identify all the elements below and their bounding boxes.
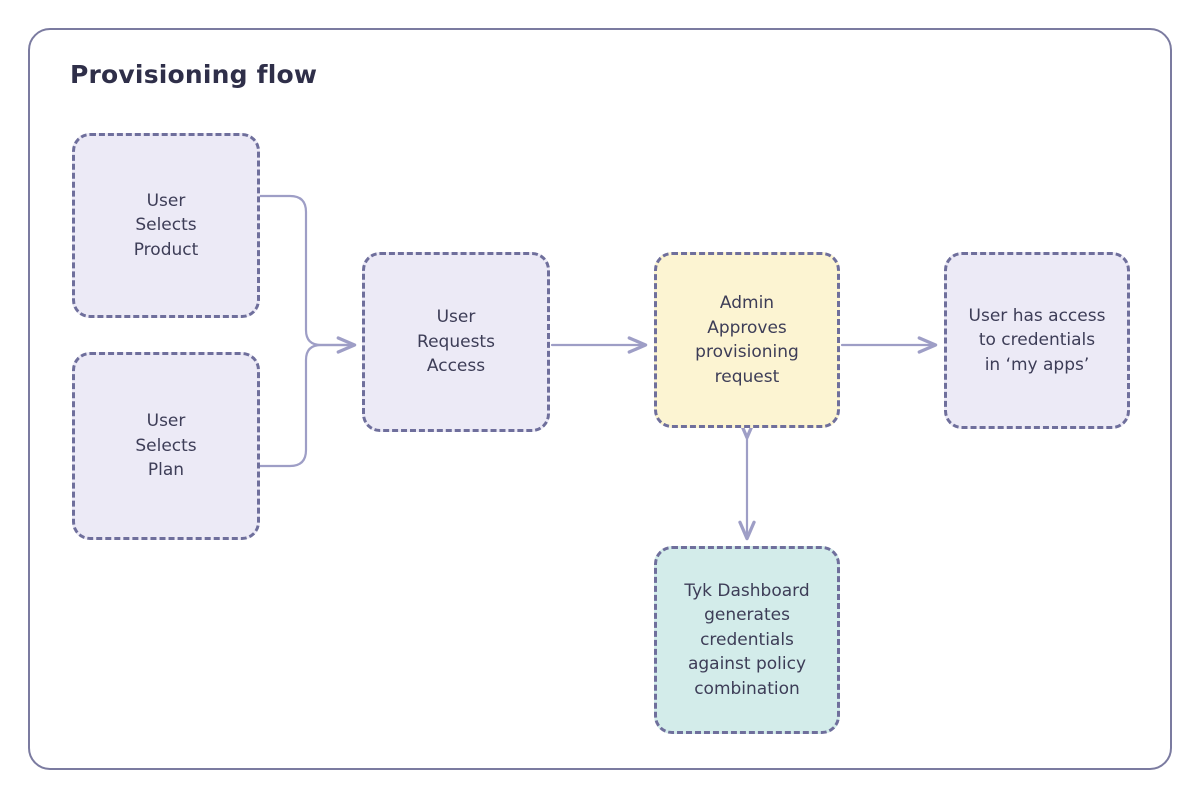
diagram-title: Provisioning flow [70, 60, 318, 89]
node-tyk-dashboard-generates-credentials[interactable]: Tyk Dashboard generates credentials agai… [654, 546, 840, 734]
node-user-selects-product[interactable]: User Selects Product [72, 133, 260, 318]
node-label: Tyk Dashboard generates credentials agai… [684, 580, 810, 699]
node-label: User Requests Access [417, 307, 495, 377]
node-admin-approves-provisioning-request[interactable]: Admin Approves provisioning request [654, 252, 840, 428]
node-user-requests-access[interactable]: User Requests Access [362, 252, 550, 432]
node-user-has-access-to-credentials[interactable]: User has access to credentials in ‘my ap… [944, 252, 1130, 429]
node-label: User Selects Product [133, 190, 199, 260]
node-user-selects-plan[interactable]: User Selects Plan [72, 352, 260, 540]
node-label: User has access to credentials in ‘my ap… [968, 305, 1106, 375]
node-label: Admin Approves provisioning request [695, 293, 799, 387]
node-label: User Selects Plan [135, 411, 197, 481]
